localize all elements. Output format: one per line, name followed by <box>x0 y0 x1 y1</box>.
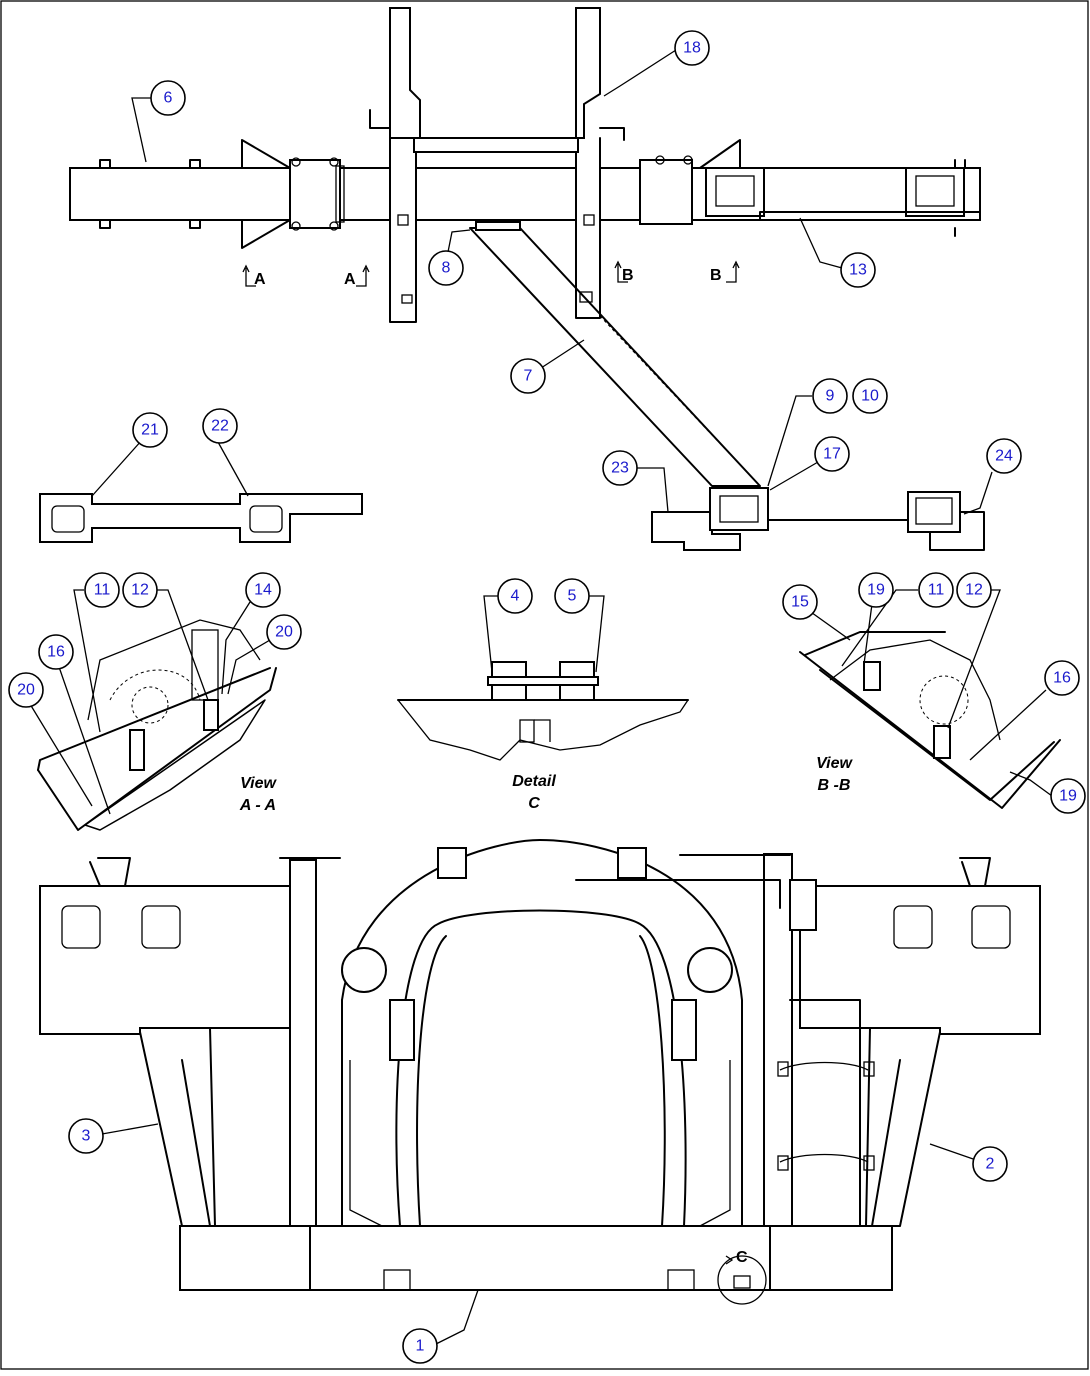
svg-text:5: 5 <box>568 588 577 605</box>
svg-text:22: 22 <box>211 418 229 435</box>
top-frame-assembly <box>69 7 981 487</box>
svg-text:20: 20 <box>17 682 35 699</box>
svg-text:12: 12 <box>131 582 149 599</box>
callout-3: 3 <box>68 1118 104 1154</box>
view-a-a-label-line2: A - A <box>239 797 276 814</box>
plate-assembly-21-22 <box>39 493 363 543</box>
callout-4: 4 <box>497 578 533 614</box>
svg-text:19: 19 <box>867 582 885 599</box>
svg-text:24: 24 <box>995 448 1013 465</box>
callout-21: 21 <box>132 412 168 448</box>
callout-20-a: 20 <box>266 614 302 650</box>
callout-9: 9 <box>812 378 848 414</box>
callout-17: 17 <box>814 436 850 472</box>
plate-assembly-23-24 <box>651 487 985 551</box>
callout-16-b: 16 <box>1044 660 1080 696</box>
callout-22: 22 <box>202 408 238 444</box>
view-a-a-section <box>37 619 277 831</box>
svg-text:8: 8 <box>442 260 451 277</box>
callout-2: 2 <box>972 1146 1008 1182</box>
callout-18: 18 <box>674 30 710 66</box>
callout-15: 15 <box>782 584 818 620</box>
callout-19-a: 19 <box>858 572 894 608</box>
svg-text:23: 23 <box>611 460 629 477</box>
detail-c-label-line1: Detail <box>512 773 556 790</box>
svg-text:11: 11 <box>94 582 111 599</box>
svg-text:17: 17 <box>823 446 841 463</box>
callout-5: 5 <box>554 578 590 614</box>
section-mark-c-group: C <box>725 1249 748 1266</box>
svg-text:16: 16 <box>1053 670 1071 687</box>
svg-text:7: 7 <box>524 368 533 385</box>
section-mark-b-right: B <box>710 267 722 284</box>
detail-c-label-line2: C <box>528 795 540 812</box>
callouts: 6 18 8 13 7 9 10 21 22 17 24 23 11 12 14… <box>8 30 1086 1364</box>
svg-text:14: 14 <box>254 582 272 599</box>
callout-10: 10 <box>852 378 888 414</box>
svg-text:2: 2 <box>986 1156 995 1173</box>
callout-1: 1 <box>402 1328 438 1364</box>
main-frame-assembly <box>39 839 1041 1305</box>
view-b-b-label-line2: B -B <box>818 777 851 794</box>
callout-23: 23 <box>602 450 638 486</box>
svg-text:10: 10 <box>861 388 879 405</box>
svg-text:6: 6 <box>164 90 173 107</box>
section-mark-c: C <box>736 1249 748 1266</box>
svg-text:16: 16 <box>47 644 65 661</box>
svg-text:3: 3 <box>82 1128 91 1145</box>
svg-text:4: 4 <box>511 588 520 605</box>
svg-text:20: 20 <box>275 624 293 641</box>
view-b-b-label-line1: View <box>816 755 853 772</box>
svg-text:19: 19 <box>1059 788 1077 805</box>
callout-8: 8 <box>428 250 464 286</box>
callout-16-a: 16 <box>38 634 74 670</box>
svg-text:1: 1 <box>416 1338 425 1355</box>
callout-20-b: 20 <box>8 672 44 708</box>
callout-14: 14 <box>245 572 281 608</box>
callout-13: 13 <box>840 252 876 288</box>
view-a-a-label-line1: View <box>240 775 277 792</box>
leader-lines <box>29 49 1053 1345</box>
svg-text:12: 12 <box>965 582 983 599</box>
section-mark-b-left: B <box>622 267 634 284</box>
svg-text:9: 9 <box>826 388 835 405</box>
callout-6: 6 <box>150 80 186 116</box>
svg-text:11: 11 <box>928 582 945 599</box>
view-b-b-section <box>799 631 1061 809</box>
view-labels: View A - A Detail C View B -B <box>239 755 854 814</box>
callout-19-b: 19 <box>1050 778 1086 814</box>
svg-text:21: 21 <box>141 422 159 439</box>
section-marks-top: A A B B <box>242 260 740 288</box>
svg-text:18: 18 <box>683 40 701 57</box>
svg-text:15: 15 <box>791 594 809 611</box>
callout-11-a: 11 <box>84 572 120 608</box>
callout-12-b: 12 <box>956 572 992 608</box>
detail-c <box>397 661 689 761</box>
callout-24: 24 <box>986 438 1022 474</box>
section-mark-a-right: A <box>344 271 356 288</box>
callout-7: 7 <box>510 358 546 394</box>
callout-12-a: 12 <box>122 572 158 608</box>
section-mark-a-left: A <box>254 271 266 288</box>
callout-11-b: 11 <box>918 572 954 608</box>
svg-text:13: 13 <box>849 262 867 279</box>
